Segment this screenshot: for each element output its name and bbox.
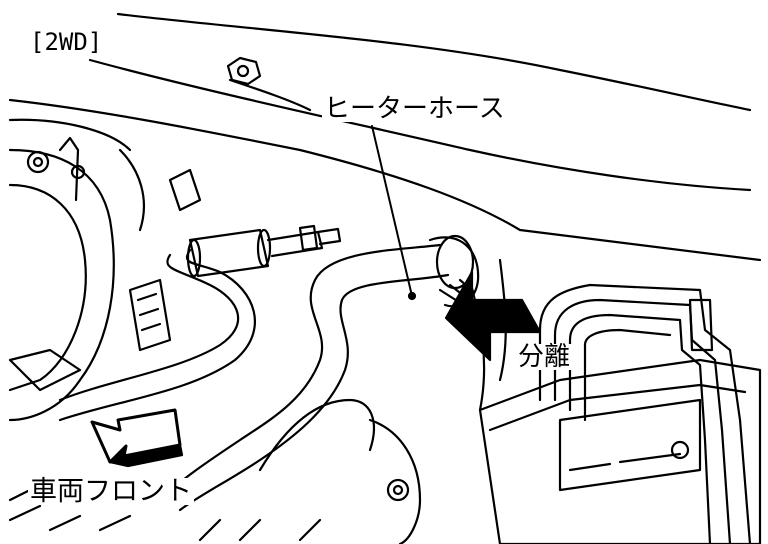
disconnect-arrow xyxy=(444,270,542,362)
body-contour xyxy=(88,58,752,192)
heater-hose xyxy=(158,243,442,502)
disconnect-callout: 分離 xyxy=(516,342,573,372)
vehicle-front-callout: 車両フロント xyxy=(28,476,194,507)
filter xyxy=(188,228,270,278)
body-contour xyxy=(8,98,762,262)
brake-pipes xyxy=(538,283,752,544)
leader-line xyxy=(371,125,413,297)
bolt xyxy=(226,56,262,86)
component-box xyxy=(478,358,762,544)
vacuum-hose xyxy=(58,253,240,402)
throttle-body xyxy=(8,148,115,422)
heater-hose-callout: ヒーターホース xyxy=(322,94,507,124)
variant-label: [2WD] xyxy=(30,28,103,56)
body-contour xyxy=(116,12,752,112)
